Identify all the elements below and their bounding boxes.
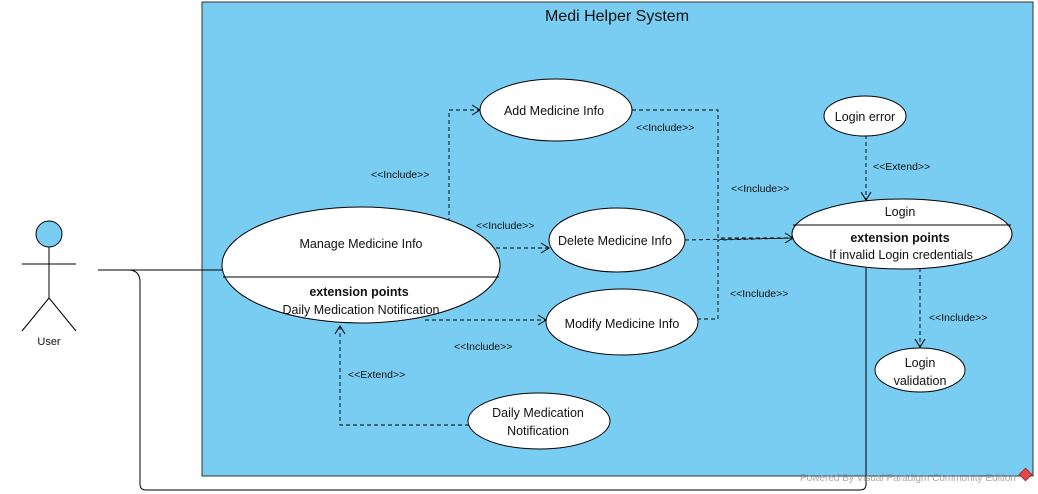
relation-manage-add bbox=[448, 109, 480, 222]
actor-user[interactable]: User bbox=[21, 220, 77, 348]
actor-head bbox=[35, 220, 63, 248]
watermark-text: Powered By Visual Paradigm Community Edi… bbox=[800, 473, 1016, 484]
relation-delete-login-label: <<Include>> bbox=[731, 183, 789, 195]
usecase-notify-line2: Notification bbox=[507, 424, 569, 438]
usecase-login-ep-item: If invalid Login credentials bbox=[829, 248, 973, 262]
usecase-login-validation-line2: validation bbox=[894, 374, 947, 388]
relation-manage-modify-label: <<Include>> bbox=[454, 341, 512, 353]
relation-notify-manage-label: <<Extend>> bbox=[348, 369, 405, 381]
actor-label: User bbox=[37, 336, 61, 348]
usecase-login[interactable]: Login extension points If invalid Login … bbox=[791, 198, 1013, 270]
usecase-delete-label: Delete Medicine Info bbox=[558, 234, 672, 248]
system-title: Medi Helper System bbox=[545, 8, 689, 25]
usecase-daily-medication-notification[interactable]: Daily Medication Notification bbox=[467, 392, 611, 450]
usecase-modify-label: Modify Medicine Info bbox=[565, 317, 680, 331]
usecase-login-error[interactable]: Login error bbox=[823, 95, 907, 137]
relation-add-login bbox=[632, 109, 793, 239]
relation-modify-login-label: <<Include>> bbox=[730, 288, 788, 300]
usecase-manage-label: Manage Medicine Info bbox=[300, 237, 423, 251]
usecase-login-validation[interactable]: Login validation bbox=[874, 347, 966, 393]
usecase-login-ep-title: extension points bbox=[850, 231, 949, 245]
relation-add-login-label: <<Include>> bbox=[636, 122, 694, 134]
relation-modify-login bbox=[697, 237, 794, 320]
usecase-delete-medicine-info[interactable]: Delete Medicine Info bbox=[548, 207, 686, 273]
watermark: Powered By Visual Paradigm Community Edi… bbox=[800, 467, 1033, 484]
usecase-notify-line1: Daily Medication bbox=[492, 406, 584, 420]
relation-manage-add-label: <<Include>> bbox=[371, 169, 429, 181]
usecase-login-error-label: Login error bbox=[835, 110, 895, 124]
usecase-manage-medicine-info[interactable]: Manage Medicine Info extension points Da… bbox=[221, 206, 501, 324]
association-user-login bbox=[127, 268, 867, 491]
watermark-logo-icon bbox=[1018, 467, 1033, 482]
relation-error-login-label: <<Extend>> bbox=[873, 161, 930, 173]
relation-login-validation-label: <<Include>> bbox=[929, 312, 987, 324]
usecase-manage-ep-item: Daily Medication Notification bbox=[282, 303, 439, 317]
relation-notify-manage bbox=[339, 326, 469, 426]
usecase-login-validation-line1: Login bbox=[905, 356, 936, 370]
usecase-login-label: Login bbox=[885, 205, 916, 219]
usecase-manage-ep-title: extension points bbox=[309, 285, 408, 299]
usecase-add-medicine-info[interactable]: Add Medicine Info bbox=[479, 78, 633, 142]
relation-manage-delete-label: <<Include>> bbox=[476, 220, 534, 232]
usecase-modify-medicine-info[interactable]: Modify Medicine Info bbox=[545, 288, 699, 356]
usecase-add-label: Add Medicine Info bbox=[504, 104, 604, 118]
